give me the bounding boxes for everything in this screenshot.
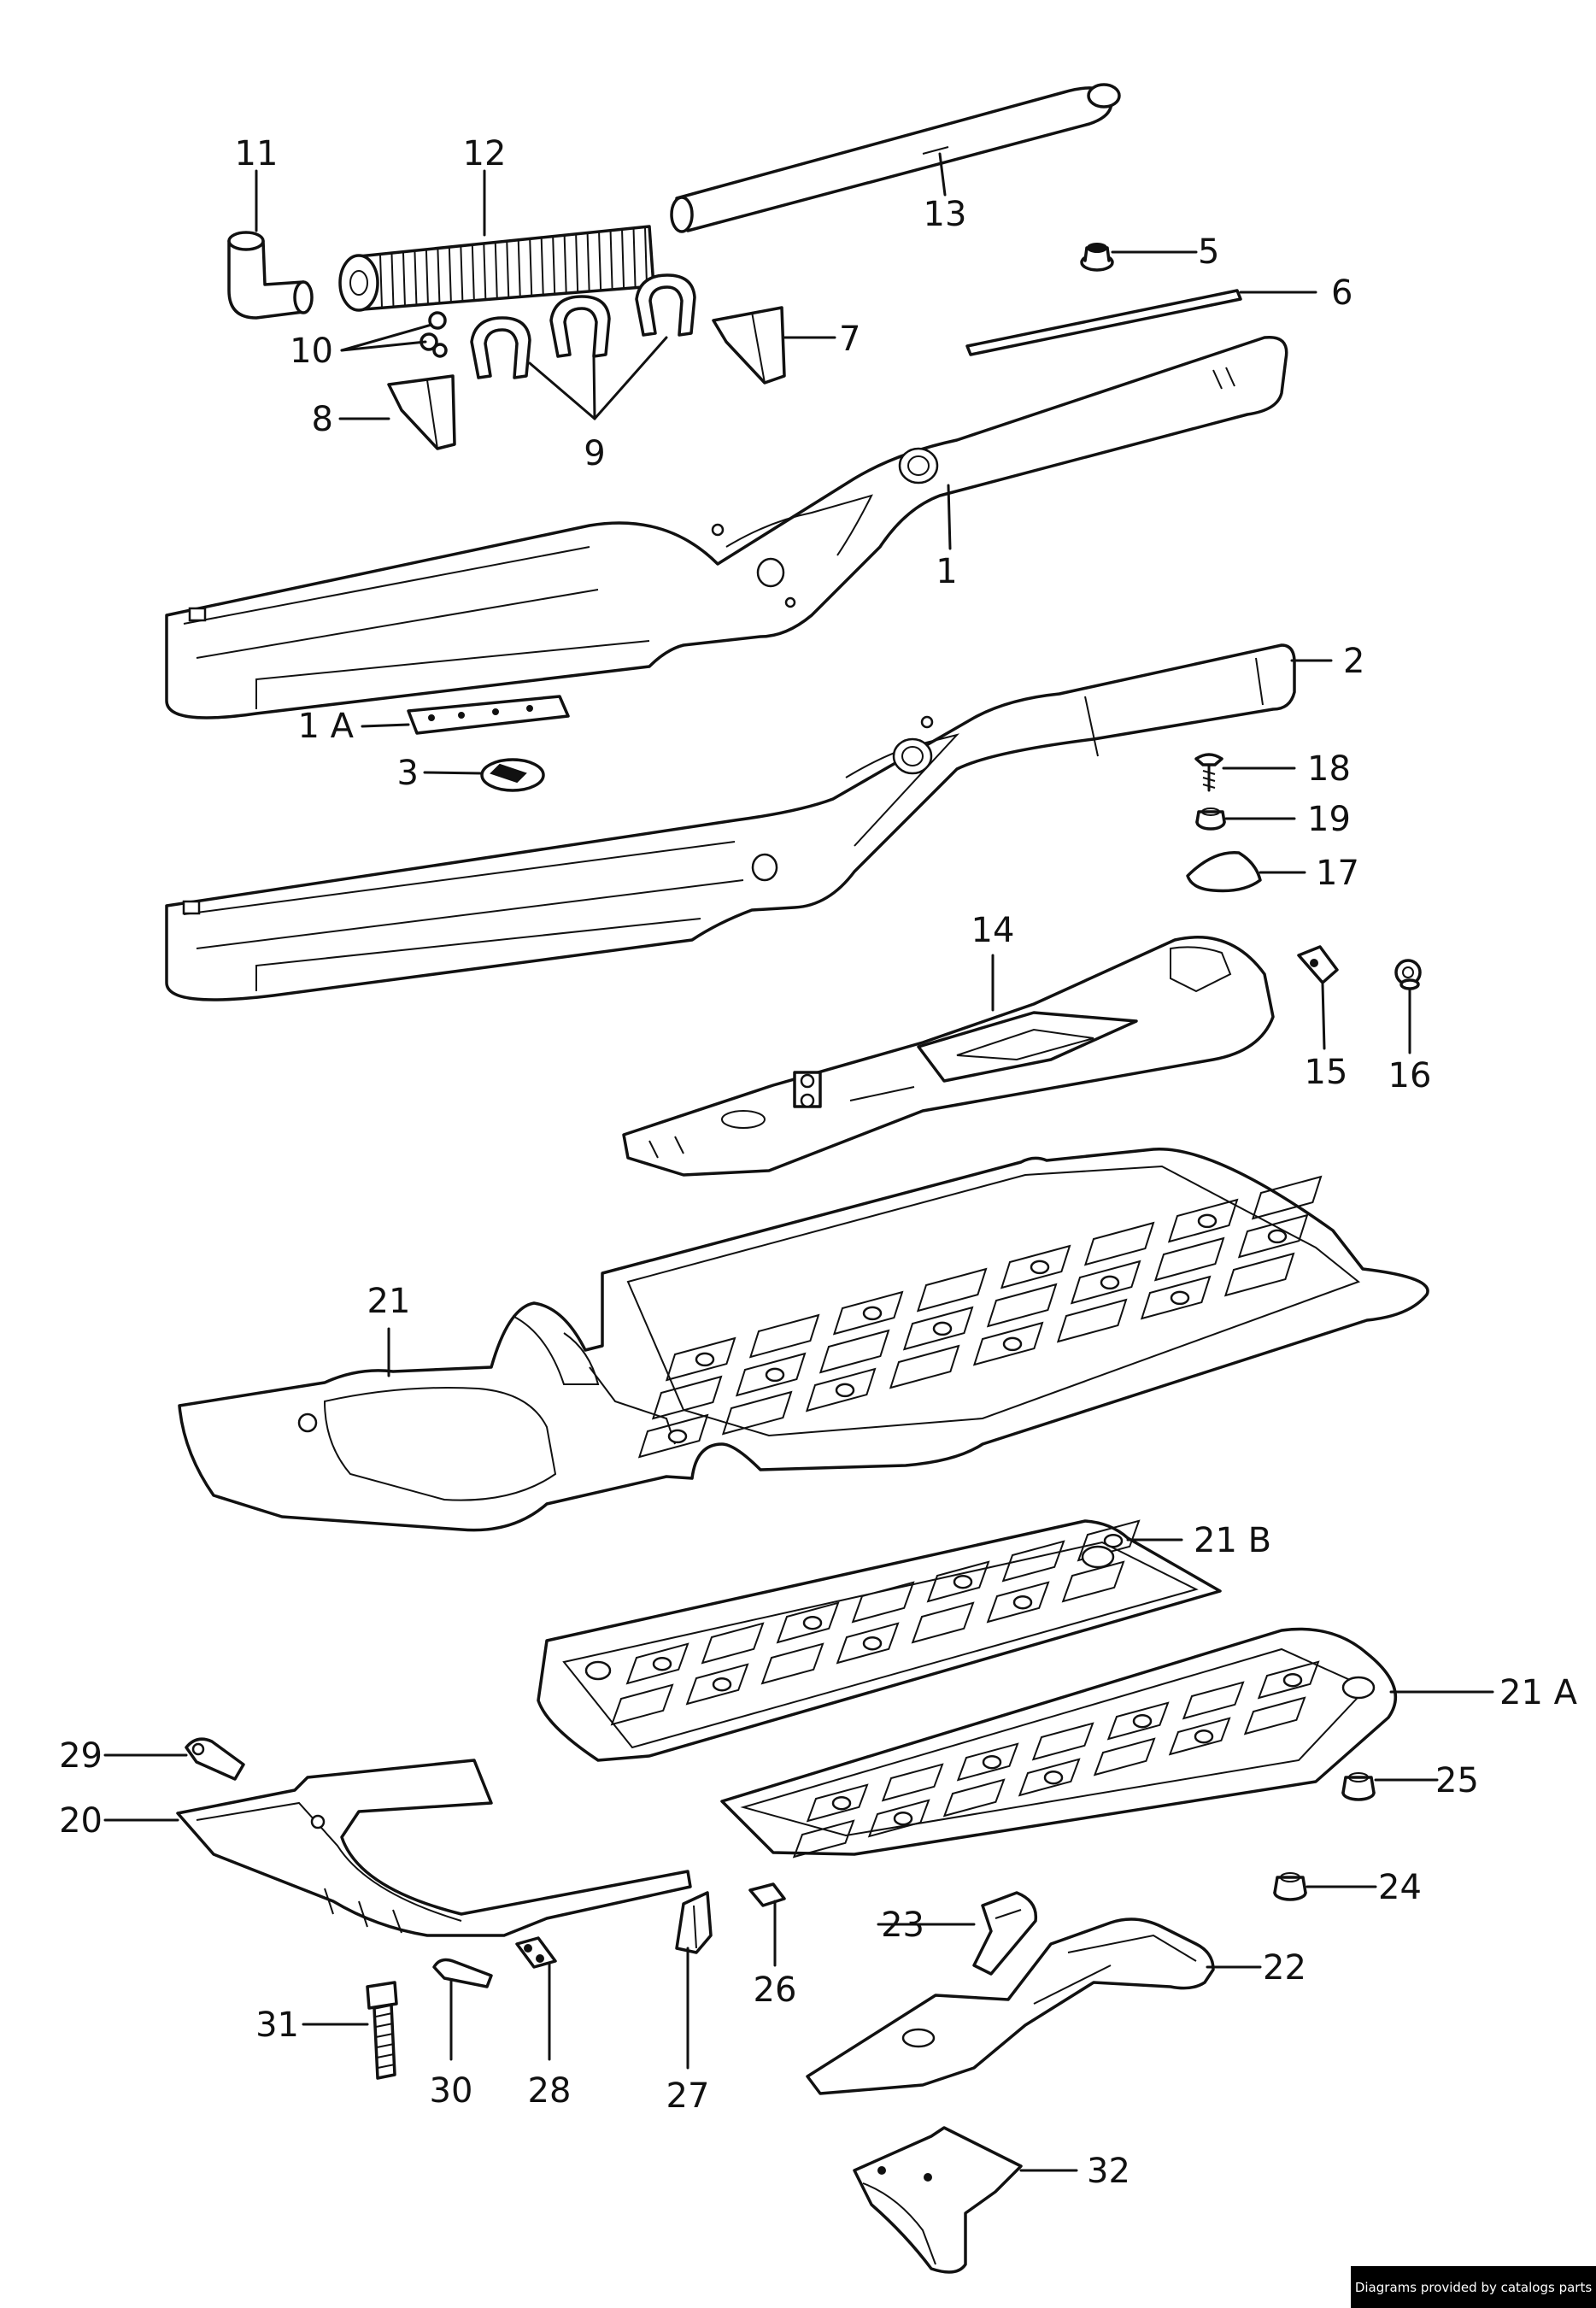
part-14-tunnel [622, 936, 1275, 1177]
callout-5: 5 [1198, 232, 1219, 272]
callout-9: 9 [584, 434, 605, 473]
part-13-tube [670, 83, 1121, 233]
callout-7: 7 [839, 320, 860, 359]
bellows-ribs [379, 226, 648, 308]
part-26-clip [748, 1882, 786, 1907]
callout-25: 25 [1435, 1761, 1479, 1800]
callout-28: 28 [528, 2071, 572, 2111]
callout-17: 17 [1316, 854, 1359, 893]
part-20-side-panel [176, 1759, 692, 1937]
part-17-plate [1186, 850, 1262, 893]
part-1a-plate [407, 695, 570, 735]
part-22-cross-member [806, 1917, 1215, 2095]
callout-19: 19 [1307, 800, 1351, 839]
part-24-nut [1273, 1872, 1307, 1901]
callout-15: 15 [1305, 1053, 1348, 1092]
part-3-cap [480, 758, 545, 792]
floor-pan-ribs [637, 1175, 1323, 1459]
callout-16: 16 [1388, 1056, 1432, 1095]
callout-6: 6 [1331, 273, 1352, 313]
callout-1: 1 [936, 552, 957, 591]
part-6-strip [965, 289, 1242, 356]
part-30-clip [432, 1958, 493, 1988]
callout-23: 23 [881, 1906, 924, 1945]
part-5-grommet [1080, 243, 1114, 272]
floor-section-21a-ribs [792, 1660, 1320, 1859]
part-12-bellows [338, 225, 655, 312]
part-21b-floor-section [537, 1519, 1222, 1762]
callout-21b: 21 B [1194, 1521, 1271, 1560]
callout-2: 2 [1343, 642, 1364, 681]
part-2-longitudinal-member [165, 643, 1296, 1001]
part-15-clip [1297, 945, 1339, 984]
part-18-screw [1194, 753, 1223, 792]
leader-lines [103, 152, 1494, 2172]
part-9-clamps [470, 273, 696, 379]
part-31-stud [366, 1981, 398, 2080]
part-25-nut [1341, 1772, 1376, 1801]
part-16-plug [1394, 959, 1422, 990]
part-11-elbow-hose [227, 231, 314, 320]
part-23-bracket [972, 1891, 1038, 1976]
callout-31: 31 [255, 2006, 299, 2045]
callout-8: 8 [312, 400, 333, 439]
callout-13: 13 [924, 195, 967, 234]
part-27-bracket [675, 1891, 713, 1954]
callout-30: 30 [430, 2071, 473, 2111]
part-7-bracket [712, 306, 786, 385]
callout-24: 24 [1378, 1868, 1422, 1907]
callout-29: 29 [59, 1736, 103, 1776]
part-19-nut [1195, 808, 1226, 831]
part-29-clip [185, 1737, 245, 1781]
callout-21a: 21 A [1499, 1673, 1578, 1712]
callout-21: 21 [367, 1282, 411, 1321]
callout-3: 3 [397, 754, 419, 793]
callout-20: 20 [59, 1801, 103, 1841]
callout-32: 32 [1087, 2152, 1130, 2191]
callout-22: 22 [1263, 1948, 1306, 1988]
part-21-floor-pan [178, 1148, 1429, 1532]
part-10-bolts [420, 311, 448, 358]
callout-12: 12 [463, 134, 507, 173]
part-8-bracket [387, 374, 456, 450]
callout-14: 14 [971, 911, 1015, 950]
callout-1a: 1 A [297, 707, 354, 746]
callout-27: 27 [666, 2076, 710, 2116]
callout-26: 26 [754, 1970, 797, 2010]
part-28-clip [515, 1936, 557, 1969]
part-21a-floor-section [720, 1627, 1397, 1859]
callout-10: 10 [290, 332, 333, 371]
callout-18: 18 [1307, 749, 1351, 789]
part-32-plate [853, 2126, 1023, 2274]
callout-11: 11 [235, 134, 279, 173]
part-1-longitudinal-member [165, 335, 1288, 719]
floor-section-21b-ribs [610, 1519, 1141, 1726]
part-callouts: 11 12 13 5 6 7 10 8 9 1 2 1 A 3 18 19 17… [59, 134, 1578, 2191]
diagram-credit-banner: Diagrams provided by catalogs parts [1351, 2266, 1596, 2308]
